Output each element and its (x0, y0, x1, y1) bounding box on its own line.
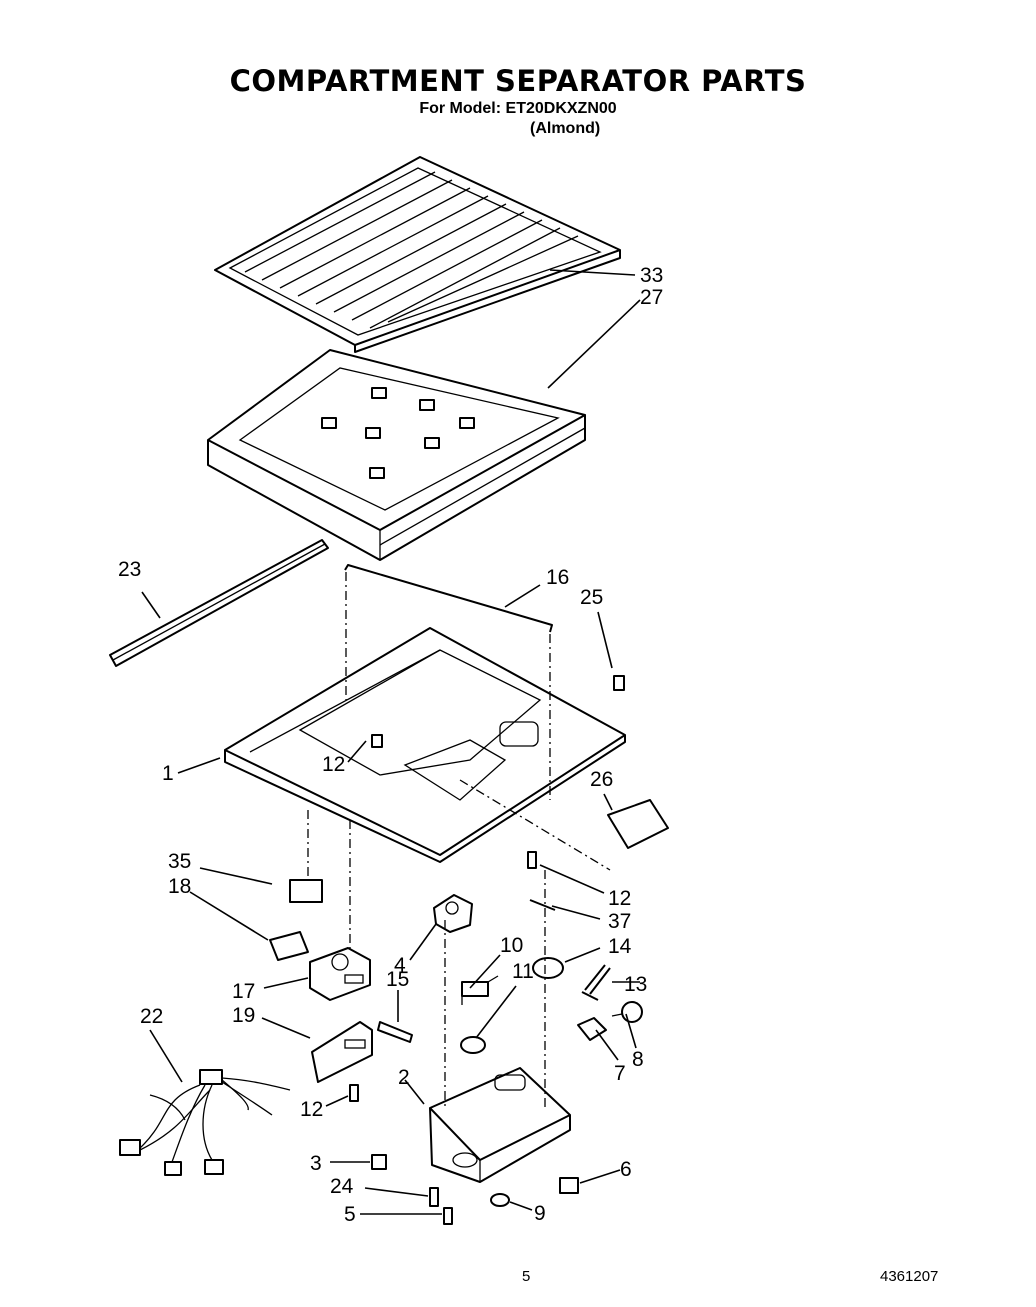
callout-25: 25 (580, 586, 603, 609)
part-9-grommet (490, 1193, 510, 1207)
callout-35: 35 (168, 850, 191, 873)
part-22-wire-harness (119, 1069, 291, 1176)
part-24-screw (429, 1187, 439, 1207)
part-15-tube (377, 1021, 413, 1043)
callout-2: 2 (398, 1066, 410, 1089)
callout-17: 17 (232, 980, 255, 1003)
color-line: (Almond) (530, 120, 601, 137)
part-5-screw (443, 1207, 453, 1225)
part-7-holder (577, 1017, 607, 1041)
part-2-control-box (429, 1067, 571, 1183)
callout-5: 5 (344, 1203, 356, 1226)
callout-labels: 33 27 23 16 25 1 12 26 35 18 12 37 4 10 … (118, 264, 663, 1226)
callout-23: 23 (118, 558, 141, 581)
callout-15: 15 (386, 968, 409, 991)
part-18-gasket (269, 931, 309, 961)
callout-24: 24 (330, 1175, 354, 1198)
part-25-screw (613, 675, 625, 691)
leader-lines (141, 269, 641, 1215)
callout-19: 19 (232, 1004, 255, 1027)
part-10-thermostat (461, 975, 499, 1005)
part-27-frame (207, 349, 586, 561)
part-33-grille-shelf (214, 156, 621, 353)
part-1-separator (224, 627, 626, 863)
callout-26: 26 (590, 768, 613, 791)
part-16-wire (344, 564, 553, 633)
callout-3: 3 (310, 1152, 322, 1175)
page-number: 5 (522, 1268, 531, 1285)
callout-11: 11 (512, 960, 534, 983)
callout-12-lower: 12 (300, 1098, 323, 1121)
part-12-screw-lower (349, 1084, 359, 1102)
callout-6: 6 (620, 1158, 632, 1181)
part-35-clip (289, 879, 323, 903)
part-12-screw-top (371, 734, 383, 748)
part-11-knob (460, 1036, 486, 1054)
callout-22: 22 (140, 1005, 163, 1028)
model-line: For Model: ET20DKXZN00 (419, 100, 617, 117)
part-6-connector (559, 1177, 579, 1194)
part-19-bracket (311, 1021, 373, 1083)
part-23-trim-strip (109, 539, 329, 667)
callout-16: 16 (546, 566, 569, 589)
callout-12-top: 12 (322, 753, 345, 776)
callout-13: 13 (624, 973, 647, 996)
callout-18: 18 (168, 875, 191, 898)
callout-37: 37 (608, 910, 631, 933)
callout-4: 4 (394, 954, 406, 977)
callout-7: 7 (614, 1062, 626, 1085)
page-title: COMPARTMENT SEPARATOR PARTS (229, 64, 807, 98)
part-13-tube (581, 964, 611, 1001)
part-12-screw-right (527, 851, 537, 869)
part-4-socket (433, 894, 473, 933)
part-37-clip (529, 899, 556, 911)
callout-10: 10 (500, 934, 523, 957)
callout-12-right: 12 (608, 887, 631, 910)
part-14-disc (532, 957, 564, 979)
part-17-housing (309, 947, 371, 1001)
callout-27: 27 (640, 286, 663, 309)
document-code: 4361207 (880, 1268, 939, 1285)
part-8-bulb (611, 1001, 643, 1023)
callout-33: 33 (640, 264, 663, 287)
part-3-clip (371, 1154, 387, 1170)
callout-8: 8 (632, 1048, 644, 1071)
callout-1: 1 (162, 762, 174, 785)
part-26-pad (607, 799, 669, 849)
callout-14: 14 (608, 935, 632, 958)
callout-9: 9 (534, 1202, 546, 1225)
